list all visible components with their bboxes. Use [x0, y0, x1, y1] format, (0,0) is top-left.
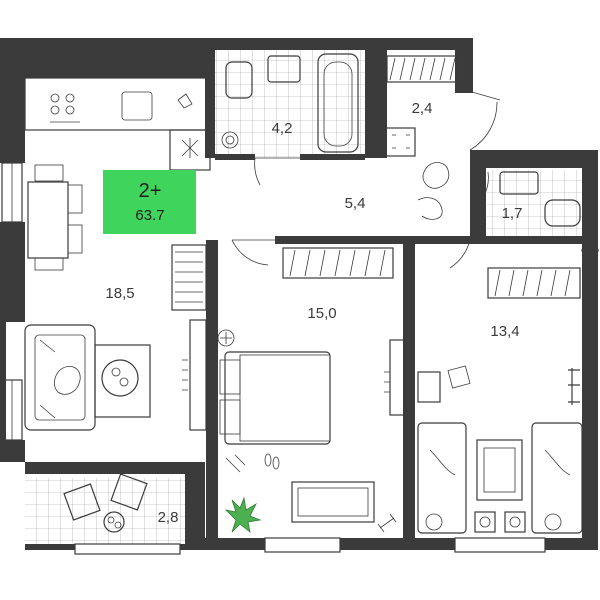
room-label-bathroom: 4,2	[272, 120, 293, 137]
slippers-icon	[264, 453, 280, 470]
shelf	[568, 368, 580, 405]
kitchen-counter	[24, 77, 211, 171]
bathroom-fixtures	[221, 53, 359, 153]
dumbbell-icon	[377, 513, 397, 533]
room-label-hall: 5,4	[345, 195, 366, 212]
windows	[1, 162, 599, 555]
bedroom-tv	[384, 339, 405, 416]
nightstands	[474, 511, 526, 533]
room-label-bedroom: 15,0	[307, 305, 336, 322]
wardrobe-living	[171, 244, 207, 311]
bed-left	[417, 422, 467, 534]
walls	[0, 38, 598, 550]
kids-rug	[476, 439, 523, 501]
badge-bg	[103, 170, 196, 234]
area-badge: 2+ 63.7	[103, 170, 196, 234]
room-label-balcony: 2,8	[158, 509, 179, 526]
doors	[231, 89, 501, 269]
room-label-storage: 2,4	[412, 100, 433, 117]
desk	[417, 365, 471, 403]
cat-icon	[417, 162, 450, 220]
rug	[94, 344, 151, 418]
wardrobe-bedroom	[282, 247, 394, 279]
wardrobe-bedroom-2	[487, 267, 581, 299]
bed-right	[531, 422, 583, 534]
hall-panel	[384, 127, 416, 157]
bathroom-tiles	[215, 50, 365, 158]
bedroom-rug	[291, 481, 375, 523]
room-label-living-kitchen: 18,5	[105, 285, 134, 302]
dining-table	[27, 164, 83, 271]
wc-fixtures	[499, 171, 581, 227]
balcony-furniture	[63, 473, 148, 533]
wc-tiles	[487, 170, 582, 236]
sofa	[24, 324, 96, 431]
bed	[217, 329, 331, 473]
cat-icon-living	[54, 366, 81, 395]
total-area: 63.7	[135, 207, 164, 224]
tv-stand	[182, 319, 207, 431]
room-label-wc: 1,7	[502, 205, 523, 222]
plant-icon	[224, 496, 262, 533]
rooms-count: 2+	[139, 180, 162, 202]
room-label-bedroom-2: 13,4	[490, 323, 519, 340]
wardrobe-storage	[386, 55, 458, 83]
balcony-tiles	[25, 478, 185, 544]
